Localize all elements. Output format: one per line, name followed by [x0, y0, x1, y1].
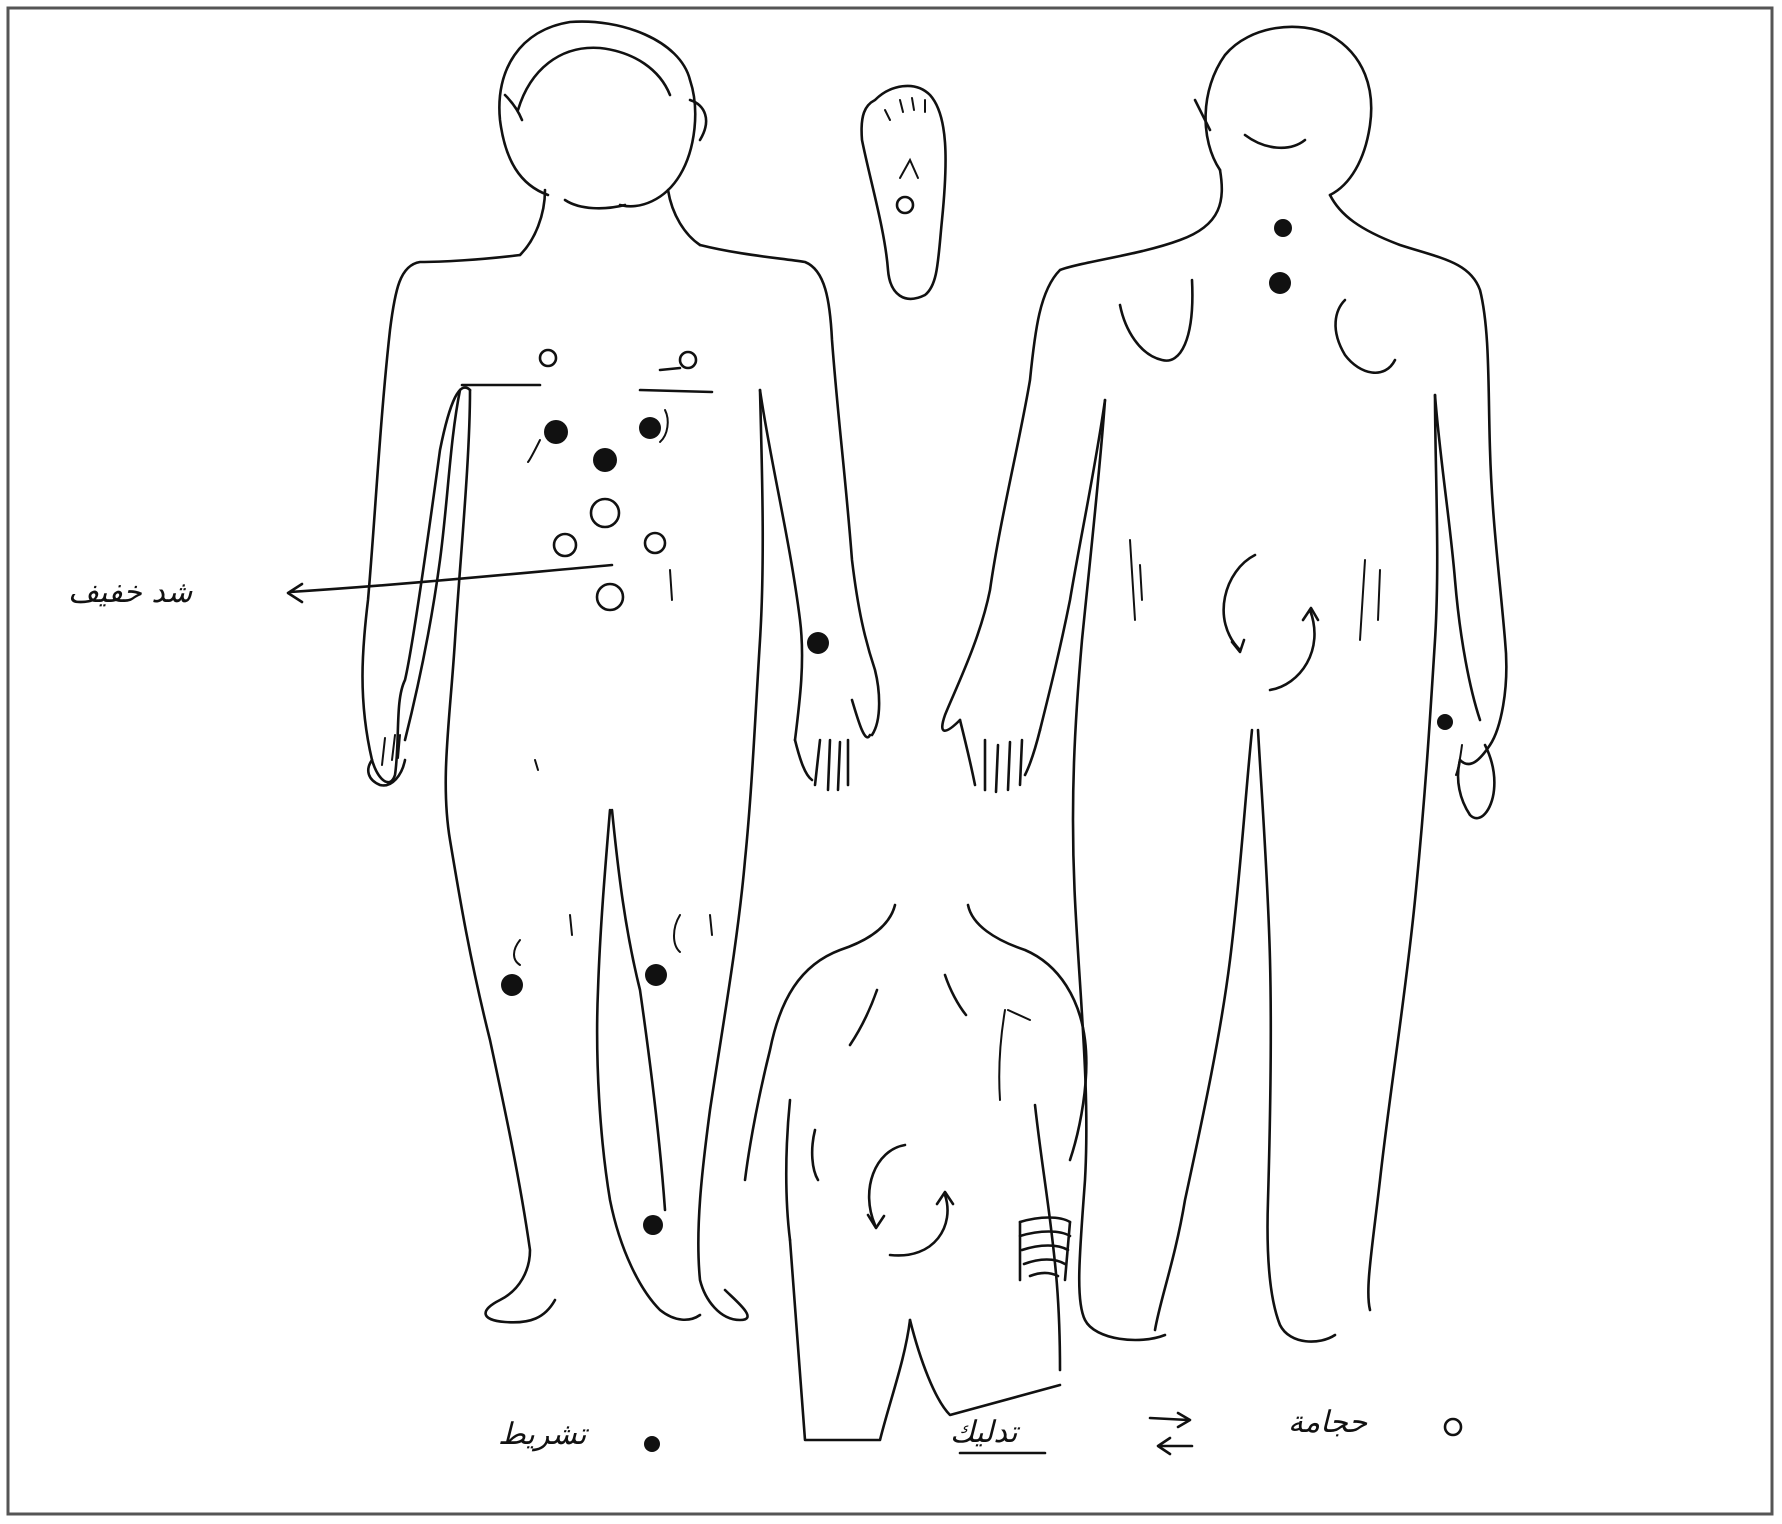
dry-cupping-label: حجامة — [1288, 1405, 1367, 1440]
border — [8, 8, 1772, 1514]
right-front-figure — [942, 27, 1506, 1342]
foot-sole-figure — [862, 86, 946, 299]
right-figure-massage-marker — [1224, 555, 1318, 690]
back-torso-figure — [745, 905, 1086, 1440]
left-figure-markers — [501, 350, 829, 1235]
left-front-figure — [363, 22, 880, 1323]
scarification-label: تشريط — [498, 1417, 587, 1452]
dry-cupping-legend-marker — [1445, 1419, 1461, 1435]
massage-label: تدليك — [950, 1415, 1018, 1450]
right-figure-markers — [1269, 219, 1453, 730]
light-pressure-label: شد خفيف — [68, 575, 192, 610]
light-pressure-arrow — [288, 565, 612, 602]
scarification-legend-marker — [644, 1436, 660, 1452]
